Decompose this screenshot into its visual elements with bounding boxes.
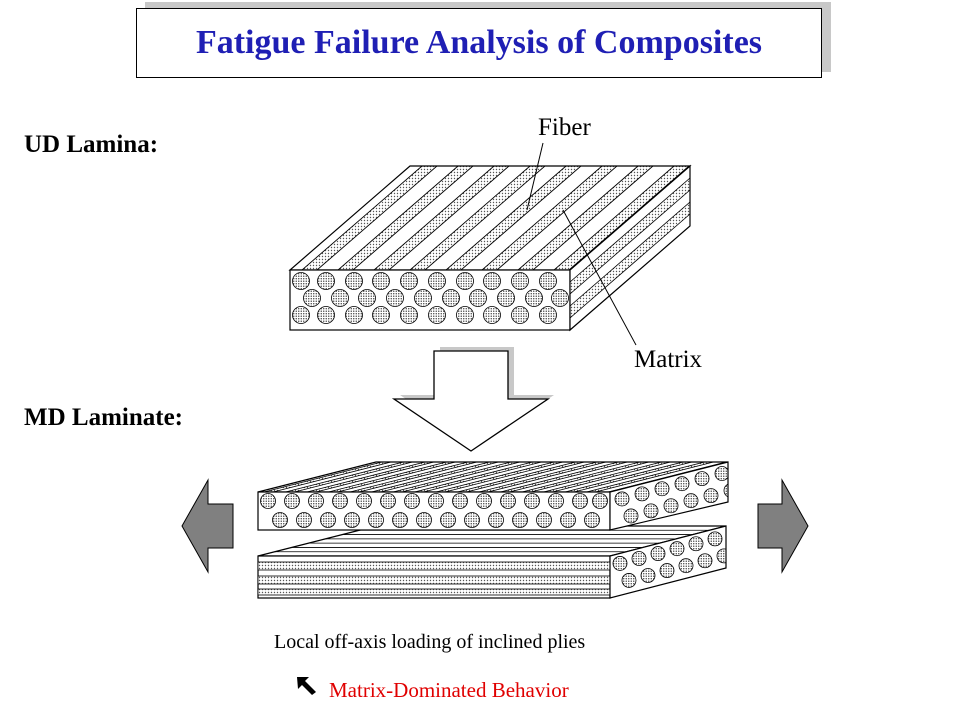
load-arrow-left	[181, 478, 234, 574]
load-arrow-right	[757, 478, 809, 574]
down-arrow	[391, 347, 554, 452]
slide-title: Fatigue Failure Analysis of Composites	[195, 24, 763, 61]
caption: Local off-axis loading of inclined plies	[274, 631, 586, 653]
fiber-label: Fiber	[538, 114, 591, 141]
md-laminate-label: MD Laminate:	[24, 404, 183, 431]
ud-lamina-label: UD Lamina:	[24, 131, 159, 158]
matrix-label: Matrix	[634, 346, 703, 373]
arrow-up-left-icon	[297, 677, 316, 695]
ud-lamina-block	[288, 142, 692, 346]
conclusion-text: Matrix-Dominated Behavior	[329, 678, 569, 702]
md-laminate	[257, 461, 729, 599]
title-box: Fatigue Failure Analysis of Composites	[136, 8, 822, 78]
